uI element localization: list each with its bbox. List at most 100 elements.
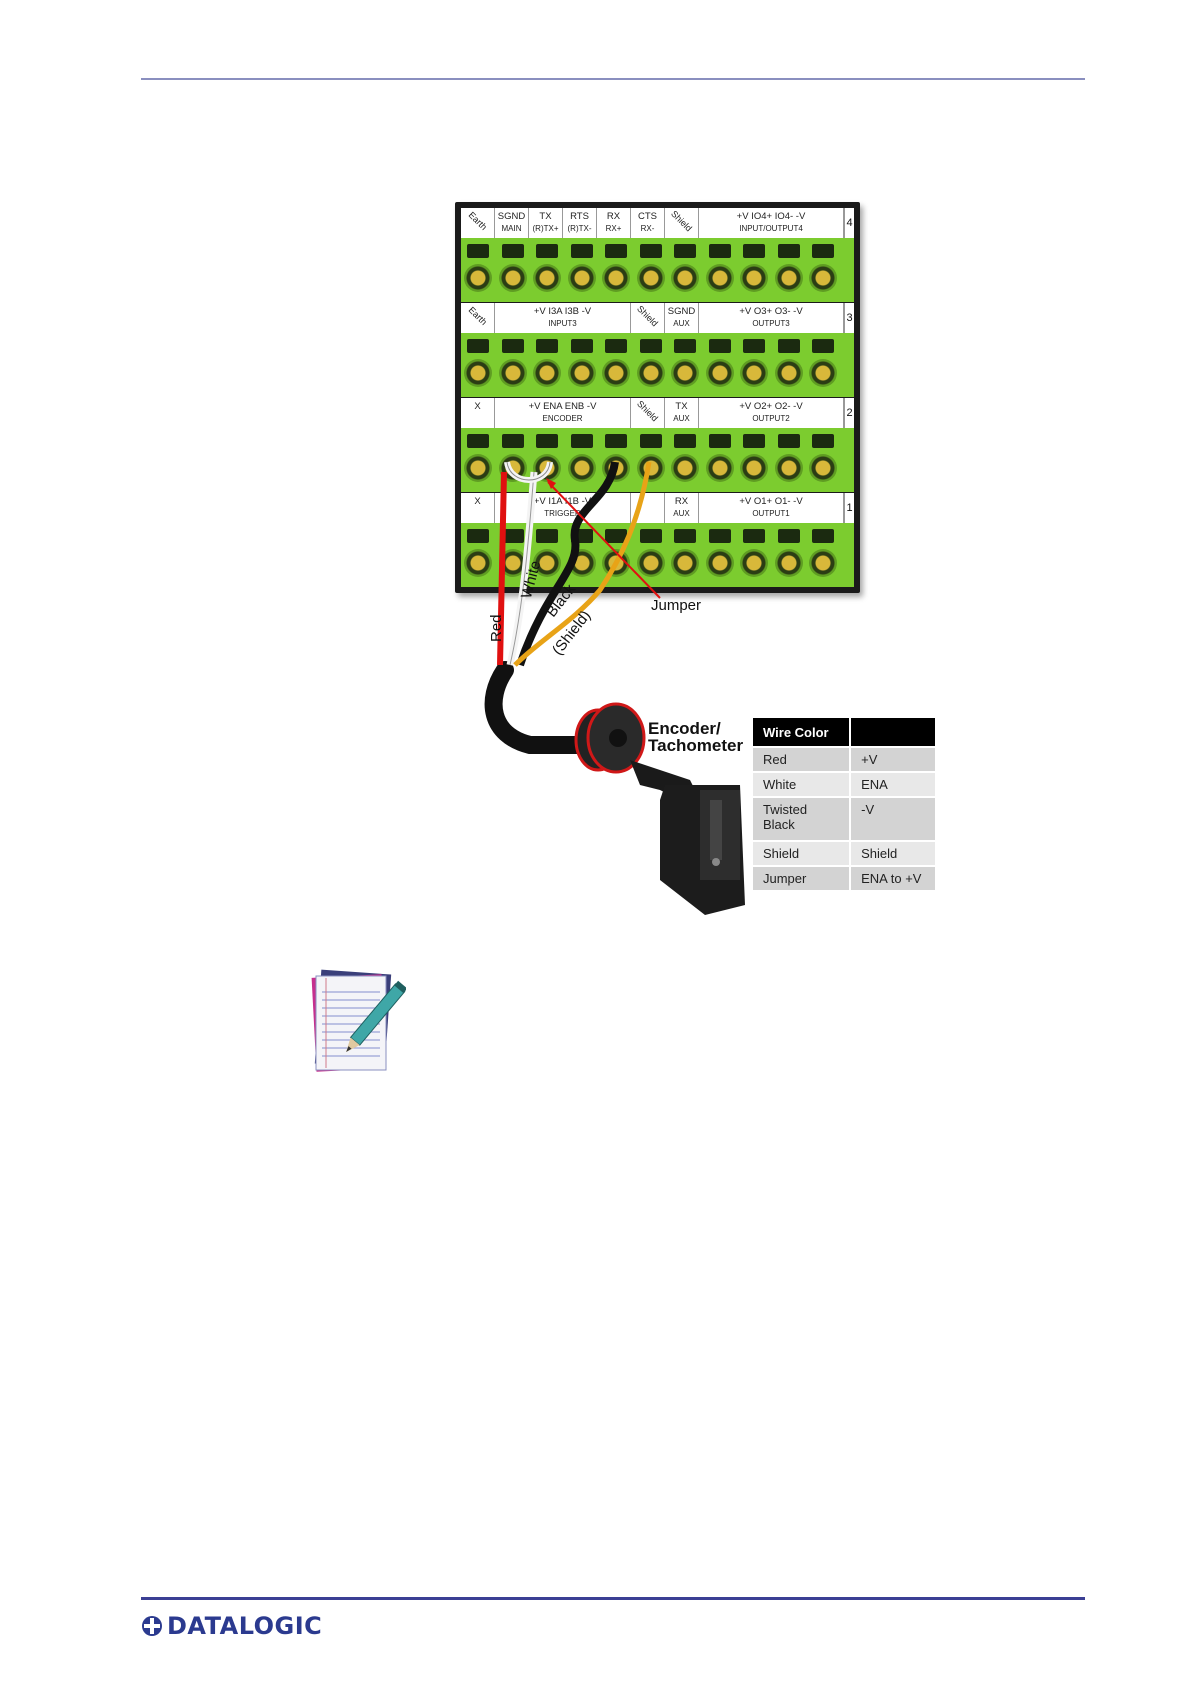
terminal-screw [705, 264, 734, 292]
note-icon [311, 969, 406, 1072]
terminal-slot [743, 434, 765, 448]
header-rule [141, 78, 1085, 80]
terminal-label: Shield [665, 208, 699, 238]
terminal-screw [671, 264, 699, 292]
terminal-screw [705, 359, 734, 387]
terminal-slot [501, 434, 524, 448]
terminal-slot [605, 529, 627, 543]
terminal-screw [809, 264, 837, 292]
terminal-slot [501, 339, 524, 353]
terminal-row-number: 4 [844, 208, 854, 238]
terminal-block [461, 238, 854, 302]
red-wire [497, 471, 507, 666]
terminal-slot [777, 244, 800, 258]
terminal-slot [501, 244, 524, 258]
wiring-diagram [484, 461, 745, 915]
terminal-slot [743, 244, 765, 258]
terminal-label [631, 493, 665, 523]
terminal-row-number: 1 [844, 493, 854, 523]
terminal-slot [467, 434, 489, 448]
logo-mark-icon [142, 1616, 162, 1636]
terminal-slot [743, 339, 765, 353]
terminal-slot [570, 339, 593, 353]
terminal-screw [809, 359, 837, 387]
footer-rule [141, 1597, 1085, 1600]
terminal-screw [567, 264, 596, 292]
terminal-screw [464, 359, 492, 387]
terminal-label: Earth [461, 208, 495, 238]
terminal-screw [774, 359, 803, 387]
terminal-slot [674, 529, 696, 543]
terminal-screw [740, 264, 768, 292]
terminal-screw [671, 454, 699, 482]
terminal-screw [774, 549, 803, 577]
terminal-label: X [461, 398, 495, 428]
terminal-slot [605, 339, 627, 353]
terminal-slot [708, 434, 731, 448]
terminal-slot [708, 529, 731, 543]
terminal-screw [774, 264, 803, 292]
terminal-screw [636, 359, 665, 387]
terminal-label: Shield [631, 398, 665, 428]
terminal-screw [464, 549, 492, 577]
datalogic-logo: DATALOGIC [141, 1612, 322, 1640]
terminal-screw [705, 454, 734, 482]
terminal-screw [671, 549, 699, 577]
terminal-screw [636, 264, 665, 292]
terminal-slot [536, 244, 558, 258]
terminal-slot [674, 339, 696, 353]
terminal-slot [605, 434, 627, 448]
terminal-screw [464, 264, 492, 292]
terminal-screw [671, 359, 699, 387]
terminal-slot [467, 339, 489, 353]
terminal-screw [498, 264, 527, 292]
terminal-slot [674, 244, 696, 258]
terminal-slot [501, 529, 524, 543]
table-row: Twisted Black-V [753, 798, 935, 840]
terminal-slot [467, 244, 489, 258]
terminal-slot [708, 339, 731, 353]
black-wire [516, 461, 619, 667]
terminal-slot [812, 339, 834, 353]
cable [484, 661, 594, 754]
terminal-slot [743, 529, 765, 543]
shield-wire [513, 461, 652, 667]
terminal-screw [740, 359, 768, 387]
encoder-bracket [630, 760, 745, 915]
terminal-screw [809, 454, 837, 482]
terminal-screw [602, 264, 630, 292]
encoder-wheel [574, 702, 646, 774]
terminal-screw [740, 549, 768, 577]
terminal-slot [570, 244, 593, 258]
terminal-row-number: 3 [844, 303, 854, 333]
table-header-wire-color: Wire Color [753, 718, 850, 746]
terminal-slot [812, 434, 834, 448]
terminal-screw [602, 359, 630, 387]
terminal-screw [809, 549, 837, 577]
terminal-slot [777, 434, 800, 448]
terminal-screw [533, 549, 561, 577]
terminal-screw [533, 264, 561, 292]
terminal-screw [464, 454, 492, 482]
terminal-label: X [461, 493, 495, 523]
terminal-slot [605, 244, 627, 258]
terminal-label: Earth [461, 303, 495, 333]
